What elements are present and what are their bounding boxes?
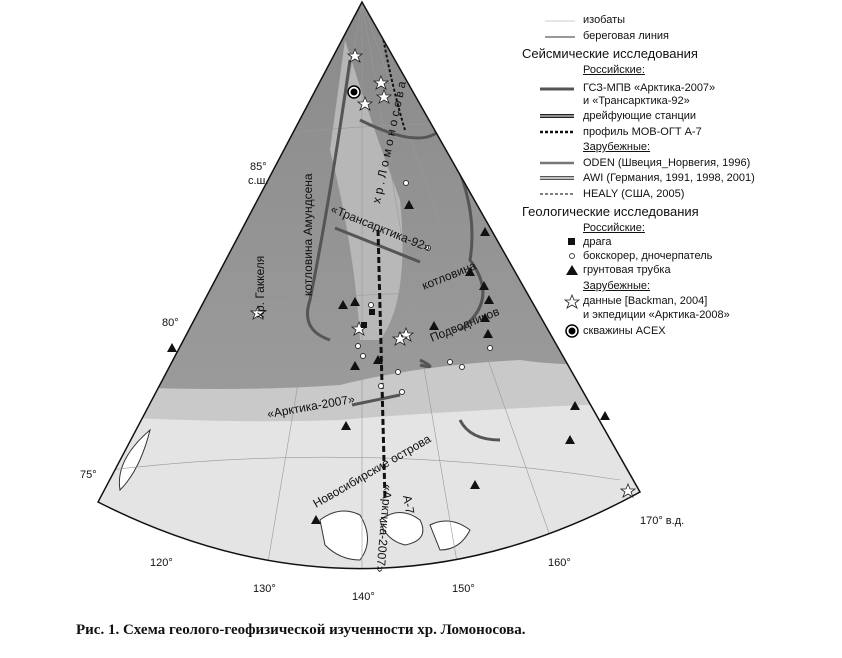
lon-170: 170° в.д. bbox=[640, 515, 684, 527]
legend-gsz-2: и «Трансарктика-92» bbox=[583, 95, 690, 107]
boxcorer-icon bbox=[355, 343, 361, 349]
mov-profile-a7 bbox=[376, 229, 387, 501]
dredge-icon bbox=[369, 309, 375, 315]
label-gakkel: хр. Гаккеля bbox=[253, 256, 267, 318]
gravity-core-icon bbox=[350, 297, 360, 306]
legend-isobaths: изобаты bbox=[583, 14, 626, 26]
backman-star-icon bbox=[375, 88, 393, 104]
boxcorer-icon bbox=[447, 359, 453, 365]
gravity-core-icon bbox=[429, 321, 439, 330]
label-a7: А-7 bbox=[400, 494, 417, 515]
gravity-core-icon bbox=[480, 313, 490, 322]
map: хр. Гаккеля котловина Амундсена х р . Л … bbox=[80, 0, 684, 603]
backman-star-icon bbox=[391, 330, 409, 346]
gravity-core-icon bbox=[483, 329, 493, 338]
legend-oden: ODEN (Швеция_Норвегия, 1996) bbox=[583, 157, 751, 169]
legend-coastline: береговая линия bbox=[583, 30, 670, 42]
legend-seismic-foreign: Зарубежные: bbox=[583, 141, 651, 153]
gravity-core-icon bbox=[373, 355, 383, 364]
legend-seismic-title: Сейсмические исследования bbox=[522, 46, 698, 61]
axis-labels: 85° с.ш. 80° 75° 120° 130° 140° 150° 160… bbox=[80, 161, 684, 603]
lon-130: 130° bbox=[253, 583, 276, 595]
backman-star-icon bbox=[356, 95, 374, 111]
gravity-core-icon bbox=[470, 480, 480, 489]
lon-160: 160° bbox=[548, 557, 571, 569]
acex-well-icon-center bbox=[350, 88, 358, 96]
dredge-icon bbox=[361, 322, 367, 328]
legend-geo-title: Геологические исследования bbox=[522, 204, 699, 219]
legend-drifting: дрейфующие станции bbox=[583, 110, 697, 122]
backman-star-icon bbox=[372, 74, 390, 90]
boxcorer-icon bbox=[487, 345, 493, 351]
legend-symbols bbox=[540, 20, 581, 338]
legend-awi: AWI (Германия, 1991, 1998, 2001) bbox=[583, 172, 755, 184]
shelf bbox=[98, 400, 640, 569]
gravity-core-icon bbox=[480, 227, 490, 236]
boxcorer-icon bbox=[459, 364, 465, 370]
gravity-core-icon bbox=[565, 435, 575, 444]
markers bbox=[167, 47, 637, 524]
gravity-core-icon bbox=[484, 295, 494, 304]
lon-120: 120° bbox=[150, 557, 173, 569]
legend-mov: профиль МОВ-ОГТ А-7 bbox=[583, 126, 702, 138]
gravity-core-icon bbox=[311, 515, 321, 524]
lon-150: 150° bbox=[452, 583, 475, 595]
lat-85-unit: с.ш. bbox=[248, 175, 268, 187]
gravity-core-icon bbox=[338, 300, 348, 309]
legend-gravity-core: грунтовая трубка bbox=[583, 264, 671, 276]
gravity-core-icon bbox=[600, 411, 610, 420]
figure-caption: Рис. 1. Схема геолого-геофизической изуч… bbox=[76, 622, 526, 638]
legend-acex: скважины ACEX bbox=[583, 325, 666, 337]
legend-dredge: драга bbox=[583, 236, 612, 248]
gravity-core-icon bbox=[167, 343, 177, 352]
boxcorer-icon bbox=[360, 353, 366, 359]
gravity-core-icon bbox=[465, 267, 475, 276]
boxcorer-icon bbox=[399, 389, 405, 395]
legend-seismic-russian: Российские: bbox=[583, 64, 645, 76]
boxcorer-icon bbox=[395, 369, 401, 375]
lat-85: 85° bbox=[250, 161, 267, 173]
lomonosov-ridge bbox=[330, 40, 403, 340]
gravity-core-icon bbox=[341, 421, 351, 430]
legend-geo-foreign: Зарубежные: bbox=[583, 280, 651, 292]
boxcorer-icon bbox=[403, 180, 409, 186]
gravity-core-icon bbox=[350, 361, 360, 370]
label-amundsen: котловина Амундсена bbox=[301, 173, 315, 296]
islands bbox=[118, 428, 471, 561]
legend-healy: HEALY (США, 2005) bbox=[583, 188, 685, 200]
lat-80: 80° bbox=[162, 317, 179, 329]
gravity-core-icon bbox=[404, 200, 414, 209]
legend-backman-2: и экпедиции «Арктика-2008» bbox=[583, 309, 730, 321]
gravity-core-icon bbox=[570, 401, 580, 410]
lat-75: 75° bbox=[80, 469, 97, 481]
map-frame bbox=[96, 0, 642, 570]
legend-backman-1: данные [Backman, 2004] bbox=[583, 295, 708, 307]
backman-star-icon bbox=[346, 47, 364, 63]
legend-geo-russian: Российские: bbox=[583, 222, 645, 234]
backman-star-icon bbox=[249, 304, 267, 320]
lon-140: 140° bbox=[352, 591, 375, 603]
backman-star-icon bbox=[619, 482, 637, 498]
legend-boxcorer: бокскорер, дночерпатель bbox=[583, 250, 713, 262]
boxcorer-icon bbox=[368, 302, 374, 308]
boxcorer-icon bbox=[425, 245, 431, 251]
boxcorer-icon bbox=[378, 383, 384, 389]
legend-gsz-1: ГСЗ-МПВ «Арктика-2007» bbox=[583, 82, 716, 94]
gravity-core-icon bbox=[479, 281, 489, 290]
